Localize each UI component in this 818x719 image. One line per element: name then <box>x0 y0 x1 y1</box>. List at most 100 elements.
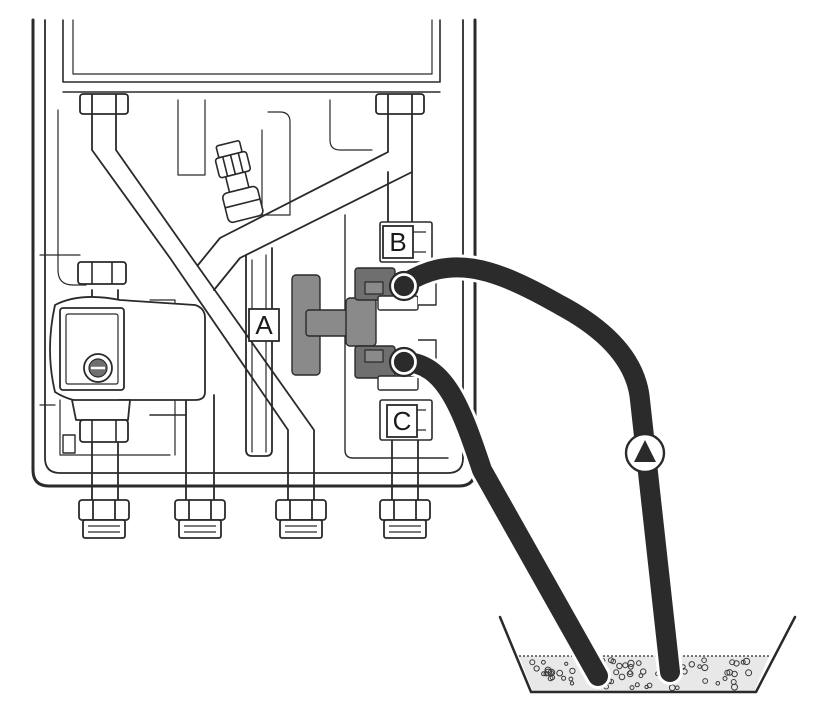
fluid-bubble <box>533 665 540 672</box>
callout-b-label: B <box>389 227 406 257</box>
pipe-left-upper <box>91 111 289 501</box>
circulation-pump <box>49 261 206 454</box>
callout-a: A <box>248 308 280 342</box>
housing-left-bay <box>39 254 81 406</box>
pipe-diagonal-right-edge <box>213 111 413 291</box>
fluid-bubble <box>715 681 721 686</box>
fluid-bubble <box>541 659 546 665</box>
pipe-diagonal-right <box>197 111 389 266</box>
hose-ring-c-inner <box>393 351 415 373</box>
air-vent-ridge-1 <box>221 156 229 177</box>
housing-recess-center-2 <box>261 111 291 216</box>
fluid-bubble <box>561 675 567 681</box>
fluid-bubble <box>556 669 564 677</box>
fluid-bubble <box>730 679 737 685</box>
hose-connectors <box>388 270 420 378</box>
fluid-bubble <box>640 668 647 675</box>
fluid-bubble <box>549 674 556 681</box>
top-nut-left <box>79 93 129 115</box>
fluid-bubble <box>569 667 576 675</box>
callout-a-label: A <box>255 310 273 340</box>
fluid-bubble <box>616 662 623 670</box>
fluid-bubble <box>627 663 634 670</box>
pump-motor-inner <box>65 313 119 385</box>
fluid-bubble <box>745 669 753 677</box>
fluid-bubble <box>568 676 574 682</box>
bypass-tube <box>245 247 273 457</box>
fluid-bubble <box>543 671 549 677</box>
housing-top-panel-inner <box>72 19 433 75</box>
callout-c: C <box>386 404 418 438</box>
air-vent-ridge-2 <box>229 154 237 175</box>
fluid-bubble <box>644 684 649 690</box>
fluid-bubble <box>726 669 734 676</box>
fluid-bubbles <box>529 657 753 692</box>
valve-b-lever <box>364 281 384 295</box>
fluid-bubble <box>622 662 629 669</box>
housing-recess-bottom-2 <box>149 299 176 456</box>
fluid-bubble <box>688 661 695 668</box>
pipe-left-upper-edge <box>115 111 315 501</box>
top-fittings <box>79 93 425 115</box>
bucket-outline <box>498 615 797 694</box>
fluid-bubble <box>564 661 569 666</box>
pump-bracket <box>62 434 76 454</box>
fluid-bubble <box>636 660 642 666</box>
pump-bottom-nut <box>79 419 129 443</box>
flush-hoses <box>391 254 683 689</box>
pipe-network <box>91 111 419 503</box>
fluid-bubble <box>613 669 620 676</box>
fluid-bubble <box>627 659 635 668</box>
fluid-bubble <box>529 659 536 666</box>
fluid-bubble <box>733 660 740 667</box>
three-way-valve <box>291 274 377 376</box>
fluid-bubble <box>569 681 575 686</box>
housing-right-bay <box>344 214 449 459</box>
pipe-right-lower <box>391 439 419 503</box>
connector-1 <box>78 499 130 539</box>
collection-bucket <box>498 615 797 694</box>
up-arrow-circle-icon <box>624 432 666 474</box>
valve-handle-body <box>345 297 377 347</box>
fluid-bubble <box>634 682 640 688</box>
housing-recess-right <box>329 99 373 151</box>
fluid-bubble <box>742 657 751 666</box>
pipe-left-lower <box>91 439 119 501</box>
hose-ring-b-inner <box>393 275 415 297</box>
connector-4 <box>379 499 431 539</box>
connector-3 <box>275 499 327 539</box>
fluid-bubble <box>740 659 746 665</box>
fluid-bubble <box>702 678 709 684</box>
pump-top-nut <box>77 261 127 285</box>
housing-recess-center <box>177 99 206 176</box>
housing-recess-bottom <box>59 399 171 456</box>
fluid-bubble <box>729 659 736 666</box>
hose-return <box>394 352 608 686</box>
fluid-bubble <box>627 670 633 676</box>
callout-c-label: C <box>393 406 412 436</box>
hose-supply-outline <box>391 254 683 685</box>
fluid-bubble <box>610 658 617 665</box>
fluid-bubble <box>675 685 680 691</box>
fluid-bubble <box>722 676 728 681</box>
fluid-bubble <box>701 657 707 664</box>
hose-supply <box>394 257 680 682</box>
valve-c-lever <box>364 349 384 363</box>
bypass-tube-inner <box>251 254 267 453</box>
top-nut-right <box>375 93 425 115</box>
housing-top-panel <box>62 19 441 83</box>
valve-c-clip <box>377 375 419 391</box>
fluid-bubble <box>618 673 626 681</box>
fluid-bubble <box>697 664 702 669</box>
fluid-bubble <box>701 664 709 672</box>
housing-inner-liner <box>44 19 464 474</box>
air-vent-ridge-3 <box>237 152 244 173</box>
air-vent-base-line <box>224 198 261 209</box>
fluid-bubble <box>629 685 635 691</box>
bottom-connectors <box>78 499 431 539</box>
housing-recess-left <box>57 109 87 286</box>
pipe-right-vertical <box>387 171 413 223</box>
callout-b: B <box>382 225 414 259</box>
air-vent-base <box>222 185 264 224</box>
